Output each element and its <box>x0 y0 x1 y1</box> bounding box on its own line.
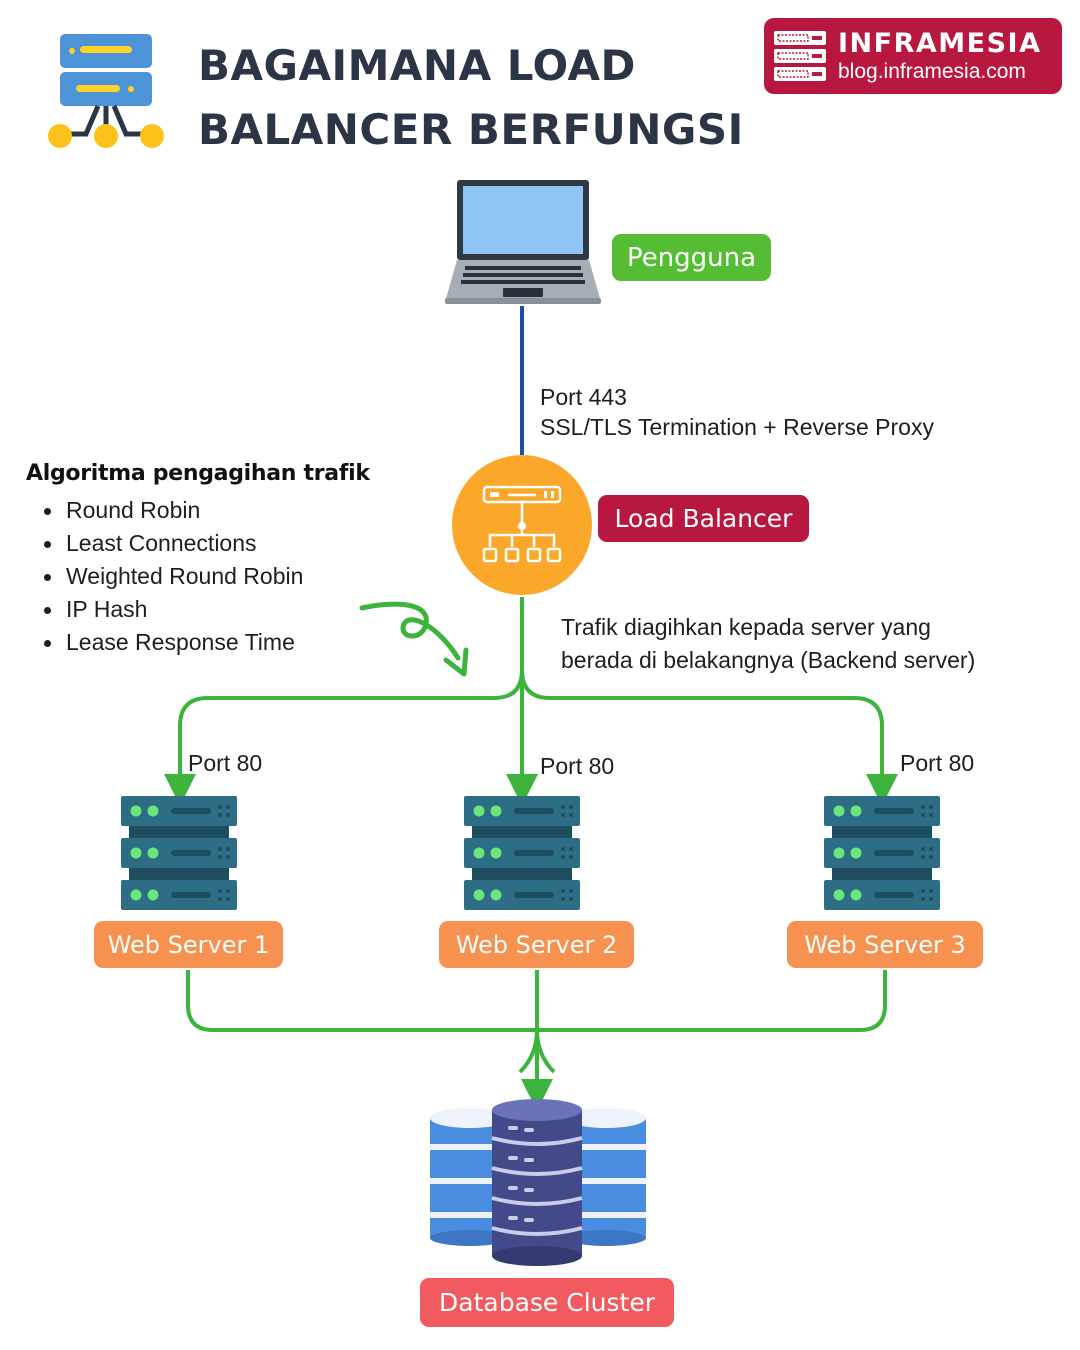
network-switch-icon <box>452 455 592 595</box>
list-item: IP Hash <box>42 593 303 626</box>
web-server-3-label: Web Server 3 <box>787 921 983 968</box>
server-icon <box>464 796 580 910</box>
laptop-icon <box>445 180 601 304</box>
server-icon <box>121 796 237 910</box>
server-icon <box>824 796 940 910</box>
port-80-label-3: Port 80 <box>900 750 975 776</box>
server-rack-icon <box>774 31 826 81</box>
user-label: Pengguna <box>612 234 771 281</box>
list-item: Weighted Round Robin <box>42 560 303 593</box>
algorithms-list: Round Robin Least Connections Weighted R… <box>42 494 303 659</box>
load-balancer-label: Load Balancer <box>598 495 809 542</box>
traffic-note-line-1: Trafik diagihkan kepada server yang <box>561 614 931 640</box>
list-item: Lease Response Time <box>42 626 303 659</box>
port-80-label-2: Port 80 <box>540 753 615 779</box>
curly-arrow-icon <box>359 601 469 677</box>
ssl-termination-label: SSL/TLS Termination + Reverse Proxy <box>540 414 934 440</box>
database-cluster-label: Database Cluster <box>420 1278 674 1327</box>
load-balancer-icon <box>48 34 164 148</box>
traffic-note-line-2: berada di belakangnya (Backend server) <box>561 647 976 673</box>
web-server-1-label: Web Server 1 <box>94 921 283 968</box>
title-line-1: BAGAIMANA LOAD <box>198 41 636 90</box>
port-80-label-1: Port 80 <box>188 750 263 776</box>
title-line-2: BALANCER BERFUNGSI <box>198 105 744 154</box>
port-443-label: Port 443 <box>540 384 627 410</box>
database-cluster-icon <box>430 1099 646 1266</box>
list-item: Round Robin <box>42 494 303 527</box>
list-item: Least Connections <box>42 527 303 560</box>
brand-url: blog.inframesia.com <box>838 60 1026 83</box>
brand-name: INFRAMESIA <box>838 28 1042 59</box>
algorithms-title: Algoritma pengagihan trafik <box>26 461 370 486</box>
web-server-2-label: Web Server 2 <box>439 921 634 968</box>
page-title: BAGAIMANA LOAD BALANCER BERFUNGSI <box>198 34 744 162</box>
brand-badge[interactable]: INFRAMESIA blog.inframesia.com <box>764 18 1062 94</box>
